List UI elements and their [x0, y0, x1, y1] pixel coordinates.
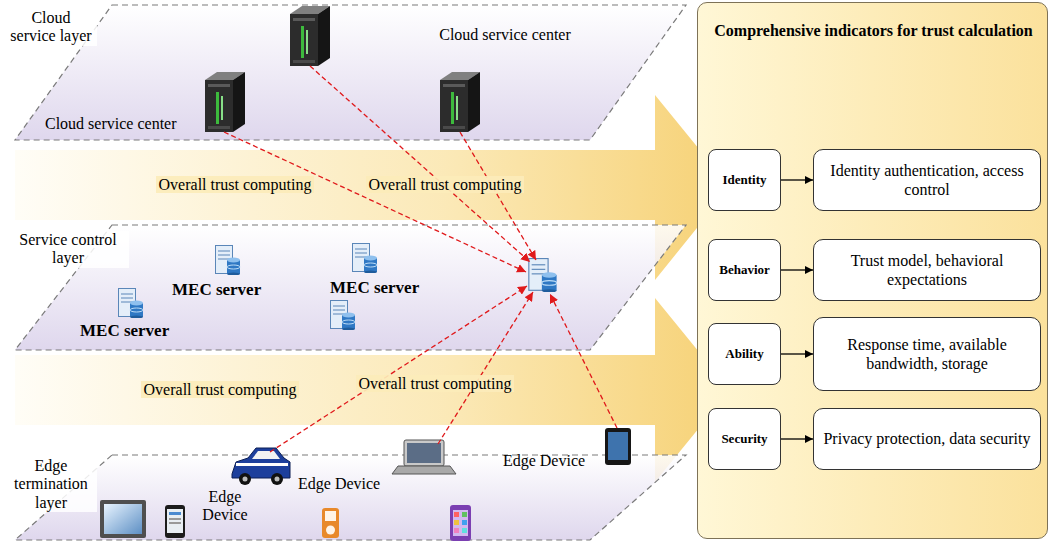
indicator-arrow: [781, 438, 813, 439]
indicator-text: Ability: [725, 346, 763, 362]
indicator-text: Behavior: [719, 262, 770, 278]
indicator-box: Response time, available bandwidth, stor…: [813, 317, 1041, 391]
edge-device-label: Edge Device: [488, 452, 600, 470]
band-label-patch: Overall trust computing: [156, 176, 315, 193]
edge-device-label: Edge Device: [298, 475, 410, 493]
small-tablet-icon: [165, 505, 185, 538]
layer-outline: [15, 455, 687, 540]
cloud-center-label: Cloud service center: [430, 26, 580, 44]
band-label: Overall trust computing: [145, 175, 325, 194]
dashed-arrow: [224, 132, 526, 272]
dashed-arrow: [460, 132, 536, 260]
central-mec-server-icon: [529, 259, 557, 293]
mec-server-label: MEC server: [330, 278, 450, 298]
mec-server-label: MEC server: [80, 321, 200, 341]
indicator-panel: Comprehensive indicators for trust calcu…: [697, 2, 1048, 539]
indicator-tag: Security: [708, 408, 781, 470]
monitor-icon: [100, 500, 146, 538]
tablet-icon: [605, 428, 631, 465]
mec-server-icon: [216, 246, 241, 276]
phone-icon: [450, 505, 471, 541]
indicator-box: Identity authentication, access control: [813, 149, 1041, 211]
indicator-text: Identity authentication, access control: [820, 161, 1034, 199]
car-icon: [232, 448, 290, 485]
cloud-server-icon: [205, 72, 245, 132]
panel-title: Comprehensive indicators for trust calcu…: [708, 21, 1039, 41]
dashed-arrow: [270, 286, 527, 452]
indicator-text: Privacy protection, data security: [823, 429, 1030, 448]
indicator-text: Response time, available bandwidth, stor…: [820, 335, 1034, 373]
band-label-patch: Overall trust computing: [366, 176, 525, 193]
mec-server-icon: [353, 244, 378, 274]
mec-servers: [119, 244, 557, 331]
music-player-icon: [322, 508, 339, 538]
band-label: Overall trust computing: [345, 374, 525, 393]
layer-name: Cloud service layer: [5, 9, 97, 46]
layer-plane: Edge termination layer: [15, 455, 687, 540]
layer-outline: [15, 5, 686, 140]
dashed-arrow: [438, 292, 533, 444]
indicator-text: Trust model, behavioral expectations: [820, 251, 1034, 289]
cloud-servers: [205, 6, 480, 132]
indicator-text: Identity: [722, 172, 766, 188]
mec-server-icon: [331, 301, 356, 331]
edge-device-label: Edge Device: [195, 488, 255, 525]
band-label-patch: Overall trust computing: [356, 375, 515, 392]
indicator-tag: Ability: [708, 323, 781, 385]
layer-name: Edge termination layer: [5, 457, 97, 512]
cloud-server-icon: [440, 72, 480, 132]
layer-name: Service control layer: [7, 231, 129, 268]
mec-server-icon: [119, 289, 144, 319]
mec-server-label: MEC server: [172, 280, 292, 300]
band-label-patch: Overall trust computing: [141, 381, 300, 398]
laptop-icon: [392, 440, 456, 474]
indicator-box: Trust model, behavioral expectations: [813, 239, 1041, 301]
indicator-arrow: [781, 179, 813, 180]
indicator-arrow: [781, 269, 813, 270]
indicator-box: Privacy protection, data security: [813, 408, 1041, 470]
dashed-arrow: [550, 294, 617, 428]
indicator-text: Security: [721, 431, 767, 447]
band-label: Overall trust computing: [130, 380, 310, 399]
indicator-tag: Identity: [708, 149, 781, 211]
cloud-center-label: Cloud service center: [45, 115, 195, 133]
cloud-server-icon: [290, 6, 330, 66]
indicator-tag: Behavior: [708, 239, 781, 301]
layer-outline: [15, 455, 686, 540]
dashed-arrow: [310, 66, 530, 262]
indicator-arrow: [781, 353, 813, 354]
trust-flow-arrows: [224, 66, 617, 452]
band-label: Overall trust computing: [355, 175, 535, 194]
